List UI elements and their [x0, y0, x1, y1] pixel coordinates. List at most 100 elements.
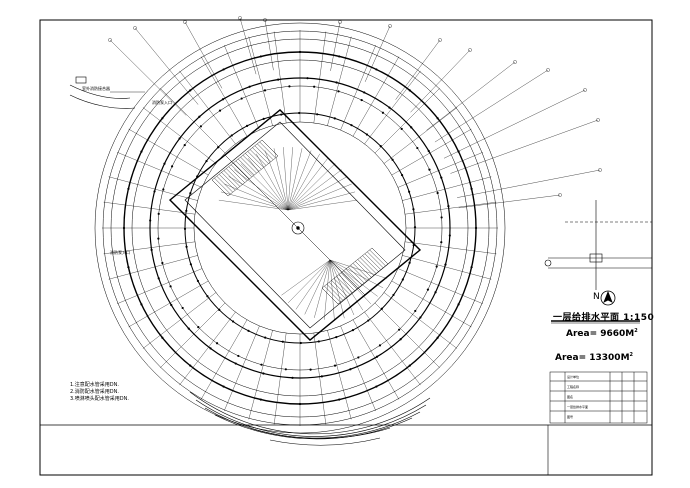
stair-tread: [233, 162, 250, 179]
pipe-node: [313, 85, 316, 88]
leader-line: [134, 27, 199, 105]
supply-line: [287, 191, 356, 211]
radial-line: [391, 280, 472, 328]
leader-line: [109, 39, 187, 116]
pipe-node: [161, 117, 164, 120]
supply-line: [234, 169, 289, 211]
radial-line: [383, 292, 458, 349]
supply-line: [264, 150, 289, 211]
supply-line: [314, 259, 331, 318]
stair-tread: [230, 164, 248, 181]
stair-tread: [355, 261, 372, 278]
radial-line: [224, 325, 260, 411]
pipe-node: [333, 117, 336, 120]
pipe-nodes: [122, 50, 478, 406]
stair-tread: [240, 157, 257, 174]
callout-bubble: [598, 168, 602, 172]
radial-line: [159, 302, 226, 369]
callout-bubble: [438, 38, 442, 42]
supply-line: [248, 158, 289, 211]
supply-line: [287, 147, 293, 211]
stair-tread: [242, 155, 260, 172]
pipe-node: [161, 336, 164, 339]
pipe-node: [185, 245, 188, 248]
supply-line: [324, 259, 331, 320]
leader-lines: [108, 16, 602, 209]
pipe-node: [414, 309, 417, 313]
pipe-node: [410, 126, 413, 129]
leader-line: [434, 69, 549, 143]
pipe-node: [379, 145, 382, 148]
radial-axis-lines: [102, 30, 498, 426]
pipe-node: [444, 263, 447, 266]
pipe-node: [189, 263, 192, 266]
pipe-node: [150, 248, 153, 251]
pipe-node: [170, 303, 173, 307]
plan-title: 一层给排水平面 1:150: [553, 313, 655, 323]
radial-line: [128, 128, 209, 176]
title-block-cell: 设计单位: [567, 375, 580, 379]
pipe-node: [367, 319, 370, 322]
stair-tread: [249, 149, 267, 166]
pipe-node: [298, 111, 301, 115]
supply-line: [329, 259, 384, 289]
radial-line: [402, 176, 492, 201]
pipe-node: [263, 89, 267, 92]
north-label: N: [593, 292, 600, 302]
pipe-node: [237, 354, 240, 358]
radial-line: [397, 152, 483, 188]
leader-line: [410, 49, 471, 113]
pipe-node: [149, 219, 152, 222]
pipe-node: [317, 340, 320, 343]
stair-tread: [261, 139, 279, 157]
pipe-node: [408, 261, 411, 264]
pipe-node: [338, 55, 341, 58]
pipe-node: [436, 336, 439, 339]
supply-line: [283, 147, 289, 211]
pipe-node: [316, 113, 319, 116]
pipe-node: [400, 173, 404, 177]
radial-line: [273, 333, 287, 425]
callout-bubble: [108, 38, 112, 42]
pipe-node: [183, 143, 186, 147]
callout-bubble: [558, 193, 562, 197]
radial-line: [142, 107, 217, 164]
supply-line: [256, 153, 289, 211]
radial-line: [364, 311, 421, 386]
stair-tread: [259, 141, 276, 159]
pipe-node: [157, 237, 160, 240]
pipe-node: [140, 303, 143, 306]
pipe-node: [181, 306, 184, 310]
radial-line: [313, 31, 327, 123]
pipe-node: [199, 125, 202, 128]
pipe-node: [412, 244, 415, 247]
frame: [39, 19, 653, 476]
pipe-node: [298, 50, 302, 54]
stair-tread: [223, 170, 241, 187]
pipe-node: [196, 175, 199, 178]
supply-line: [287, 153, 320, 211]
supply-line: [224, 183, 289, 211]
radial-line: [103, 241, 195, 255]
pipe-node: [281, 340, 284, 343]
pipe-node: [170, 165, 174, 168]
pipe-node: [440, 176, 443, 179]
stair-tread: [226, 168, 243, 185]
supply-line: [287, 150, 312, 211]
pipe-node: [398, 328, 401, 331]
pipe-node: [401, 278, 404, 281]
pipe-node: [288, 85, 291, 88]
supply-line: [329, 259, 364, 311]
pipe-node: [280, 113, 283, 116]
pipe-node: [408, 89, 411, 92]
pipe-node: [122, 226, 126, 230]
stair-tread: [238, 158, 255, 176]
supply-line: [273, 148, 289, 211]
pipe-node: [427, 149, 430, 153]
east-utility-lines: [544, 200, 652, 290]
callout-bubble: [238, 16, 242, 20]
pipe-node: [380, 307, 383, 310]
pipe-node: [375, 385, 378, 388]
supply-line: [287, 183, 352, 211]
note-line: 2.消防配水管采用DN.: [70, 389, 119, 395]
